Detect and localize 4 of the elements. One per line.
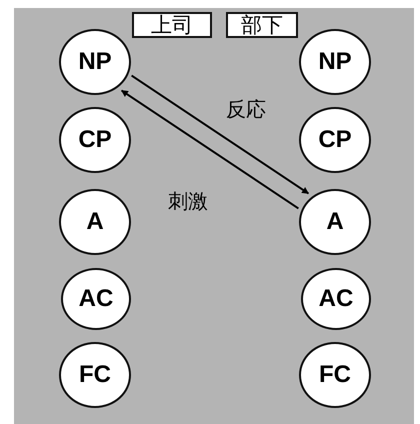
header-box: 上司	[132, 12, 212, 38]
header-box: 部下	[226, 12, 298, 38]
arrow	[121, 90, 299, 210]
arrow	[131, 74, 309, 194]
